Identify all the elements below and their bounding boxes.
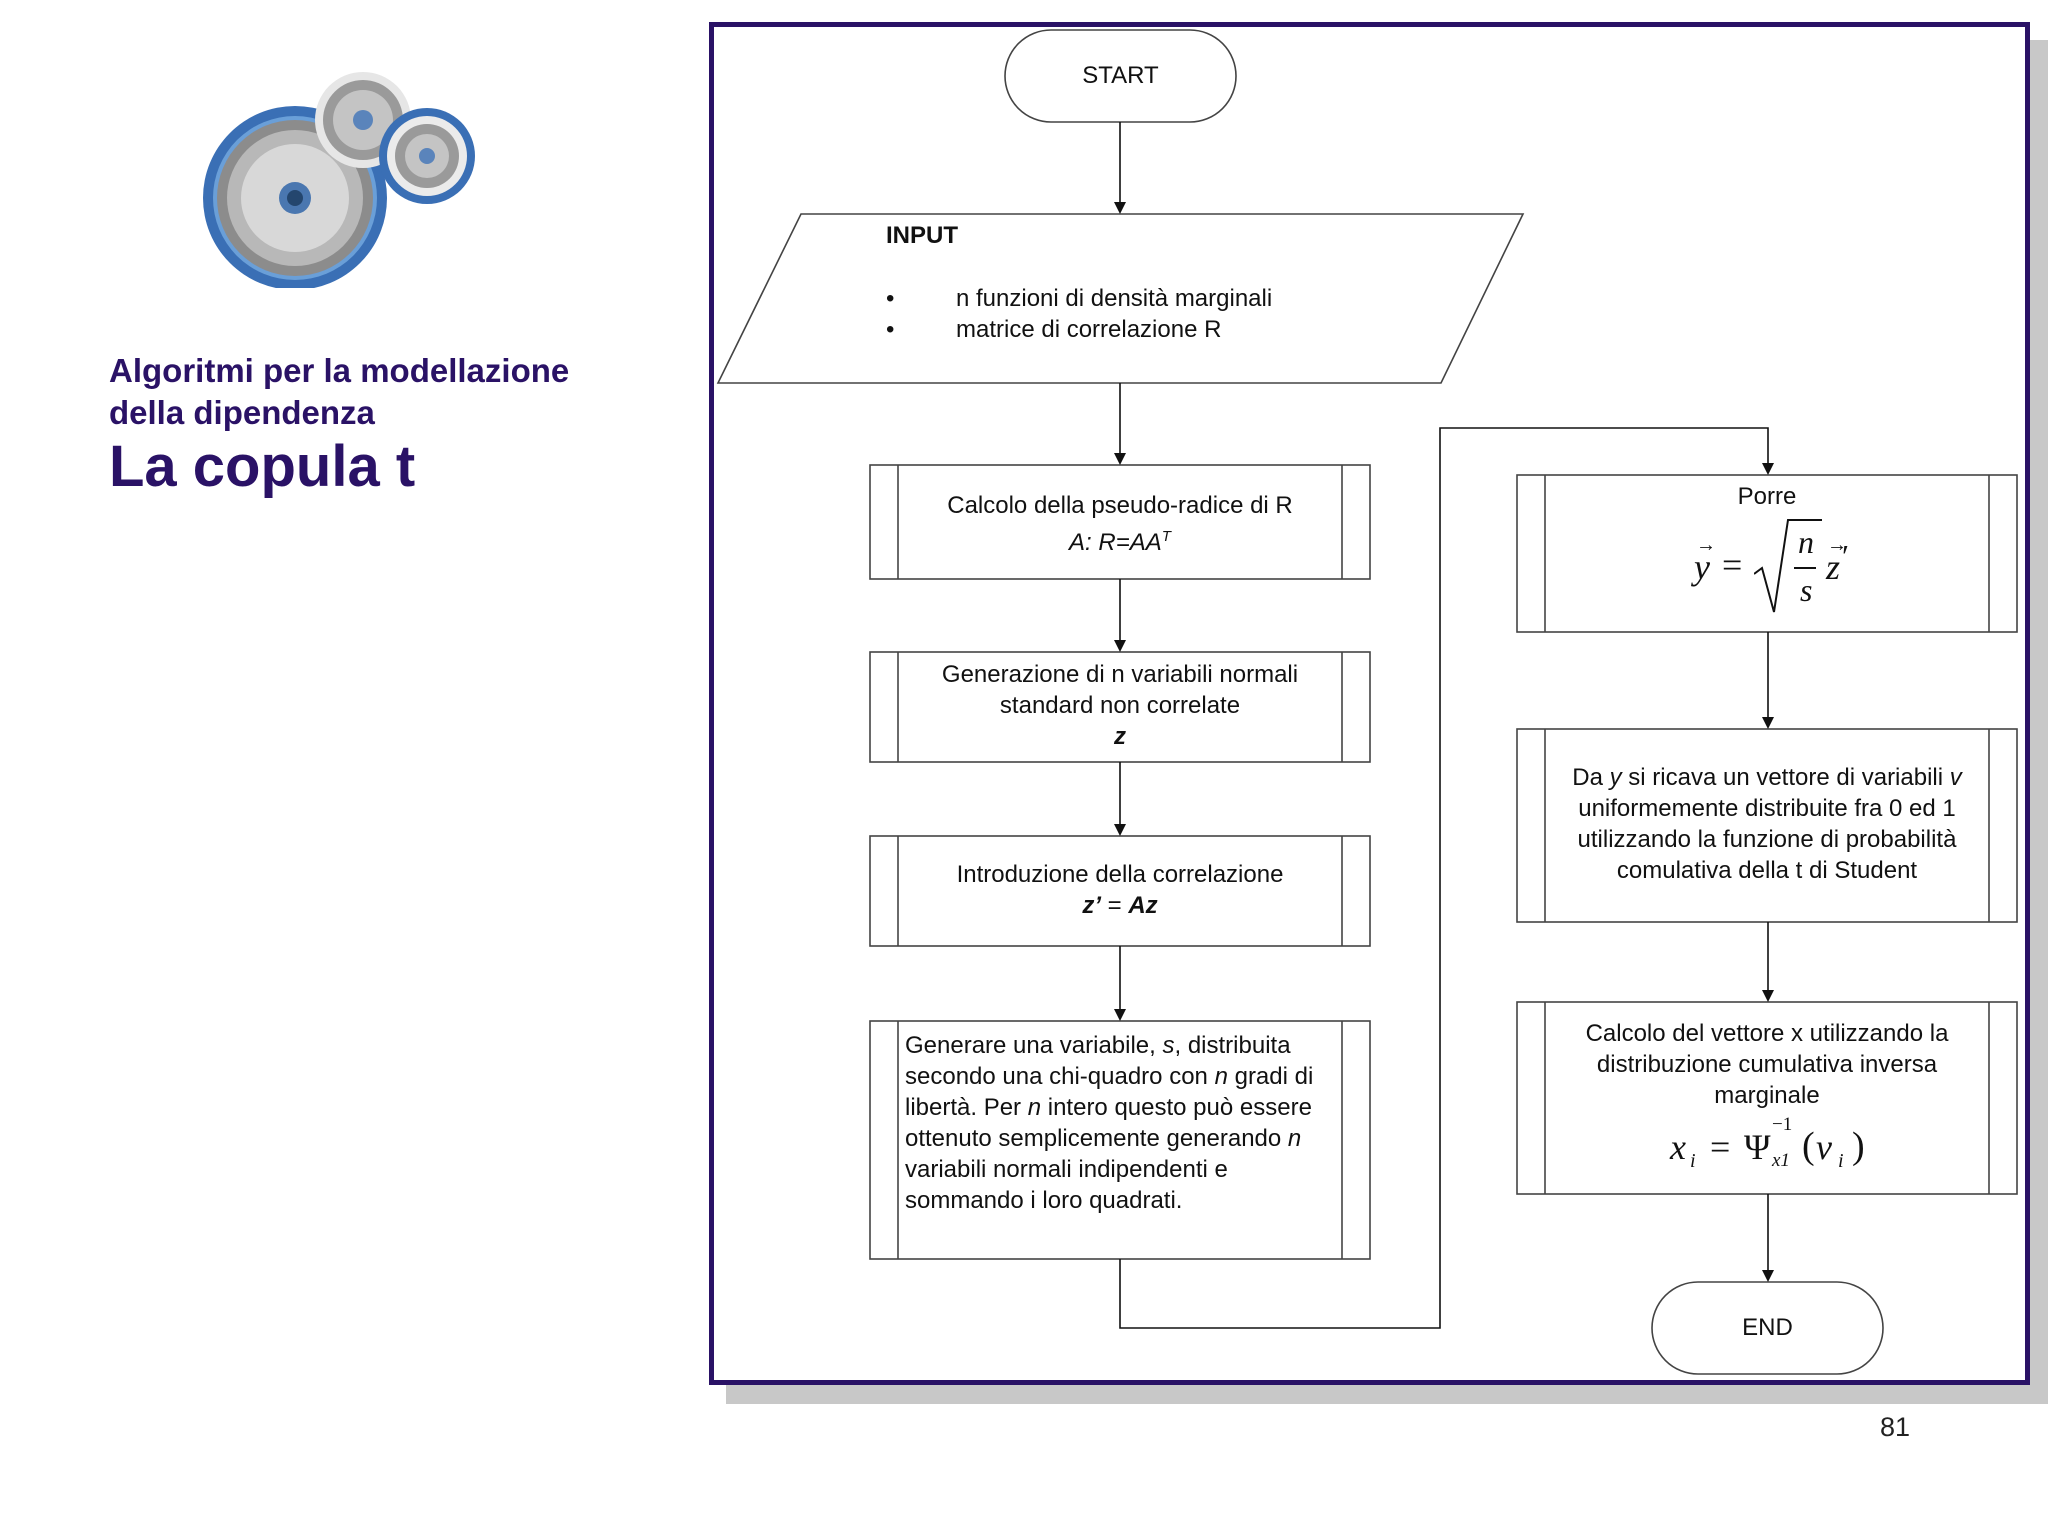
gears-icon (203, 72, 475, 288)
step7-line3: marginale (1714, 1082, 1820, 1109)
step1-box (869, 464, 1371, 580)
step1-formula: A: R=AAT (1069, 528, 1171, 556)
formula-y: y (1694, 547, 1710, 587)
input-bullet-2: • (886, 316, 895, 343)
step6-text: Da y si ricava un vettore di variabili v… (1572, 764, 1962, 884)
page-number: 81 (1880, 1412, 1911, 1442)
end-label: END (1742, 1314, 1793, 1341)
slide-title: La copula t (109, 434, 416, 499)
step7-formula: x i = Ψ −1 x1 ( v i ) (1670, 1114, 1865, 1172)
step5-box (1516, 474, 2018, 633)
step7-box (1516, 1001, 2018, 1195)
input-item-2: matrice di correlazione R (956, 316, 1222, 343)
step3-text: Introduzione della correlazione z’ = Az (898, 859, 1342, 921)
input-item-1: n funzioni di densità marginali (956, 285, 1273, 312)
start-label: START (1082, 62, 1159, 89)
step2-variable: z (1114, 723, 1126, 750)
step7-line1: Calcolo del vettore x utilizzando la (1585, 1020, 1949, 1047)
formula-s: s (1800, 572, 1813, 608)
connector-step4-step5 (1119, 427, 1774, 1329)
sqrt-sign (1754, 519, 1822, 613)
input-bullet-1: • (886, 285, 895, 312)
formula-prime: ′ (1842, 538, 1849, 574)
step7-text: Calcolo del vettore x utilizzando la dis… (1545, 1018, 1989, 1111)
step3-line1: Introduzione della correlazione (956, 861, 1284, 888)
vector-arrow-y: → (1696, 534, 1716, 556)
sidebar-title-line1: Algoritmi per la modellazione (109, 352, 570, 389)
sidebar-title: Algoritmi per la modellazione della dipe… (109, 350, 569, 434)
step2-box (869, 651, 1371, 763)
step7-line2: distribuzione cumulativa inversa (1596, 1051, 1938, 1078)
input-parallelogram (716, 213, 1525, 384)
formula-z: z (1826, 547, 1841, 587)
formula-n: n (1798, 524, 1814, 560)
step2-line1: Generazione di n variabili normali (941, 661, 1299, 688)
end-terminal (1651, 1281, 1884, 1375)
step1-text: Calcolo della pseudo-radice di R A: R=AA… (898, 490, 1342, 558)
formula-equals: = (1722, 545, 1743, 585)
step3-box (869, 835, 1371, 947)
step1-line1: Calcolo della pseudo-radice di R (947, 492, 1293, 519)
step2-line2: standard non correlate (999, 692, 1241, 719)
step4-text: Generare una variabile, s, distribuita s… (905, 1032, 1314, 1214)
step4-box (869, 1020, 1371, 1260)
step6-box (1516, 728, 2018, 923)
step3-formula: z’ = Az (1082, 892, 1158, 919)
vector-arrow-z: → (1827, 534, 1847, 556)
sidebar-title-line2: della dipendenza (109, 394, 375, 431)
step5-formula: y → = n s z → ′ (1690, 516, 1850, 616)
step2-text: Generazione di n variabili normali stand… (898, 659, 1342, 752)
step5-label: Porre (1737, 483, 1797, 510)
input-heading: INPUT (886, 222, 958, 249)
